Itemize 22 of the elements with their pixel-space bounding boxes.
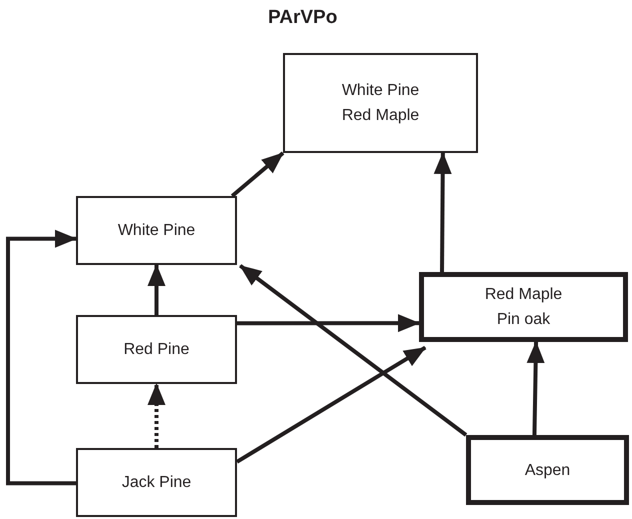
box-label: Jack Pine (122, 473, 192, 493)
arrow (526, 341, 545, 436)
arrow (434, 152, 452, 272)
diagram-title: PArVPo (268, 6, 338, 30)
arrow (239, 264, 468, 437)
arrow (148, 264, 166, 315)
box-label: Red Pine (124, 340, 190, 360)
process-box (419, 272, 628, 342)
process-box (283, 53, 478, 153)
box-label: White Pine (118, 221, 196, 241)
box-label: Red Maple Pin oak (484, 285, 564, 330)
box-label: White Pine Red Maple (340, 81, 420, 126)
process-box (76, 448, 237, 517)
arrow (6, 230, 77, 486)
arrow (236, 346, 426, 464)
arrow (237, 314, 420, 332)
box-label: Aspen (524, 460, 570, 480)
process-box (466, 435, 629, 505)
process-box (76, 315, 237, 384)
process-box (76, 196, 237, 265)
arrow (148, 383, 166, 448)
arrow (230, 151, 284, 198)
